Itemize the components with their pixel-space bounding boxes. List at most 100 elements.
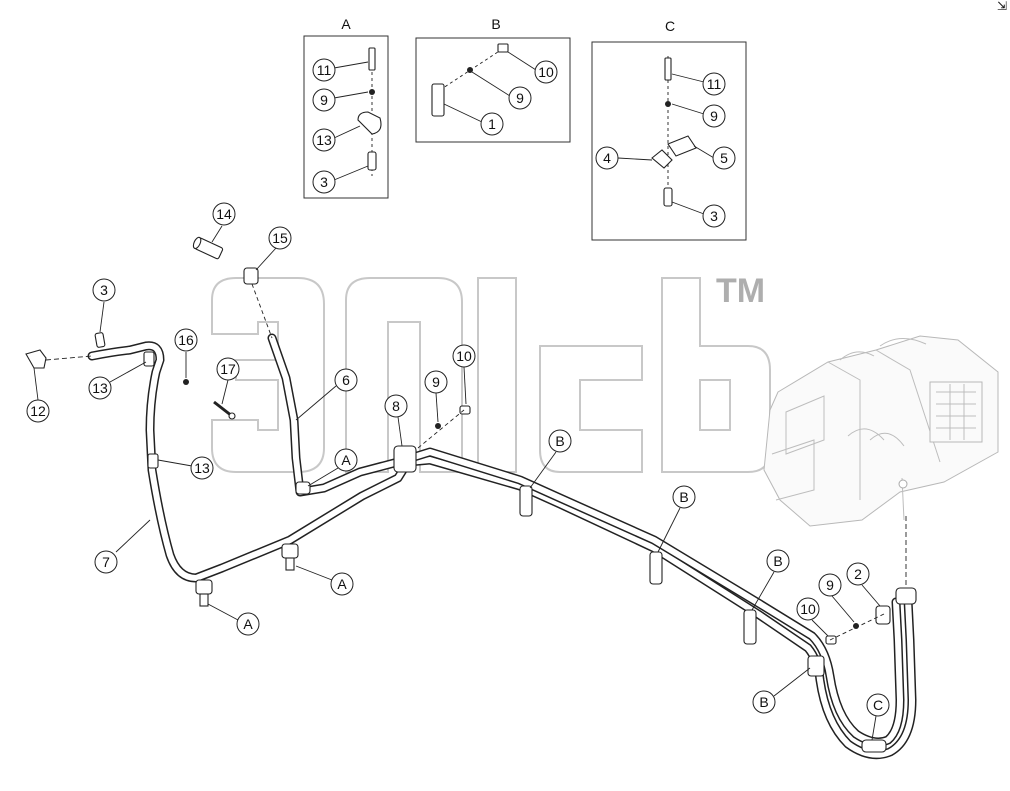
- callout-9-mid: 9: [424, 370, 448, 423]
- svg-text:11: 11: [317, 62, 332, 78]
- svg-text:2: 2: [854, 566, 862, 582]
- callout-c-main: C: [866, 693, 890, 741]
- callout-13-b: 13: [157, 456, 214, 480]
- svg-text:B: B: [759, 694, 768, 710]
- svg-text:10: 10: [800, 601, 816, 617]
- callout-c-5: 5: [693, 145, 736, 170]
- svg-text:13: 13: [92, 380, 108, 396]
- svg-text:13: 13: [316, 132, 332, 148]
- callout-c-4: 4: [595, 146, 653, 170]
- clamp-b-4: [807, 655, 825, 677]
- clamp-b-2: [649, 551, 663, 585]
- clamp-13-b: [147, 453, 159, 469]
- callout-c-9: 9: [671, 103, 726, 128]
- svg-text:B: B: [679, 489, 688, 505]
- callout-c-3: 3: [671, 201, 726, 228]
- callout-10-mid: 10: [452, 344, 476, 405]
- detail-b: B 10 9 1: [415, 16, 571, 143]
- callout-3-main: 3: [92, 278, 116, 333]
- svg-text:9: 9: [516, 90, 524, 106]
- callout-b-main-1: B: [529, 429, 572, 489]
- callout-a-1: A: [307, 448, 358, 487]
- svg-text:5: 5: [720, 150, 728, 166]
- loose-parts: [25, 236, 907, 645]
- svg-text:15: 15: [272, 230, 288, 246]
- watermark-trademark: TM: [716, 272, 765, 310]
- callout-2: 2: [846, 562, 881, 607]
- main-callouts: 14 15 3 16 12 13 17 6 10 9 8 13 7 A A A …: [26, 202, 890, 741]
- callout-a-13: 13: [312, 125, 361, 152]
- svg-text:9: 9: [826, 577, 834, 593]
- callout-c-11: 11: [671, 72, 726, 96]
- svg-text:3: 3: [100, 282, 108, 298]
- callout-10-low: 10: [796, 597, 829, 637]
- part-15: [243, 267, 273, 339]
- svg-text:3: 3: [320, 174, 328, 190]
- callout-17: 17: [216, 357, 240, 405]
- callout-16: 16: [174, 328, 198, 378]
- svg-text:4: 4: [603, 150, 611, 166]
- svg-text:7: 7: [102, 554, 110, 570]
- svg-text:B: B: [555, 433, 564, 449]
- callout-a-11: 11: [312, 58, 369, 82]
- svg-text:A: A: [243, 616, 253, 632]
- detail-c: C 11 9 4 5 3: [591, 18, 747, 241]
- part-9-low: [853, 623, 859, 629]
- fitting-top-right: [895, 587, 917, 605]
- svg-text:1: 1: [488, 116, 496, 132]
- svg-text:8: 8: [392, 398, 400, 414]
- detail-a-title: A: [341, 16, 351, 32]
- callout-15: 15: [255, 226, 292, 271]
- svg-text:17: 17: [220, 361, 236, 377]
- detail-b-title: B: [491, 16, 500, 32]
- callout-13-a: 13: [88, 361, 147, 400]
- svg-text:13: 13: [194, 460, 210, 476]
- svg-text:16: 16: [178, 332, 194, 348]
- svg-text:9: 9: [710, 108, 718, 124]
- clamp-c-1: [861, 739, 887, 753]
- callout-b-1: 1: [443, 103, 504, 136]
- callout-14: 14: [211, 202, 236, 243]
- callout-8: 8: [384, 394, 408, 447]
- part-14: [192, 236, 224, 260]
- part-9-mid: [435, 423, 441, 429]
- svg-text:11: 11: [707, 76, 722, 92]
- callout-b-10: 10: [507, 51, 558, 84]
- svg-text:9: 9: [432, 374, 440, 390]
- callout-6: 6: [295, 368, 358, 421]
- detail-a: A 11 9 13 3: [303, 16, 389, 199]
- part-2: [875, 605, 891, 625]
- callout-9-low: 9: [818, 573, 855, 623]
- svg-text:10: 10: [538, 64, 554, 80]
- svg-text:C: C: [873, 697, 883, 713]
- callout-b-main-4: B: [752, 667, 811, 714]
- watermark-logo: TM: [211, 272, 771, 473]
- part-3-main: [94, 332, 106, 348]
- clamp-b-1: [519, 485, 533, 517]
- corner-mark: ⇲: [997, 0, 1007, 13]
- clamp-8: [393, 445, 417, 473]
- callout-a-3: 3: [312, 165, 369, 194]
- svg-text:12: 12: [30, 403, 46, 419]
- clamp-a-2: [281, 543, 299, 571]
- part-17: [213, 400, 236, 420]
- clamp-a-1: [195, 579, 213, 607]
- clamp-b-3: [743, 609, 757, 645]
- callout-b-9: 9: [471, 71, 532, 110]
- svg-text:10: 10: [456, 348, 472, 364]
- svg-text:A: A: [337, 576, 347, 592]
- detail-c-title: C: [665, 18, 675, 34]
- clamp-13-a: [143, 351, 155, 367]
- callout-b-main-3: B: [751, 549, 790, 611]
- svg-text:9: 9: [320, 92, 328, 108]
- part-16: [183, 379, 189, 385]
- svg-text:B: B: [773, 553, 782, 569]
- svg-text:6: 6: [342, 372, 350, 388]
- svg-text:A: A: [341, 452, 351, 468]
- part-10-mid: [459, 405, 471, 415]
- callout-a-2: A: [295, 565, 354, 596]
- part-12: [25, 349, 93, 369]
- heater-unit: [763, 335, 999, 527]
